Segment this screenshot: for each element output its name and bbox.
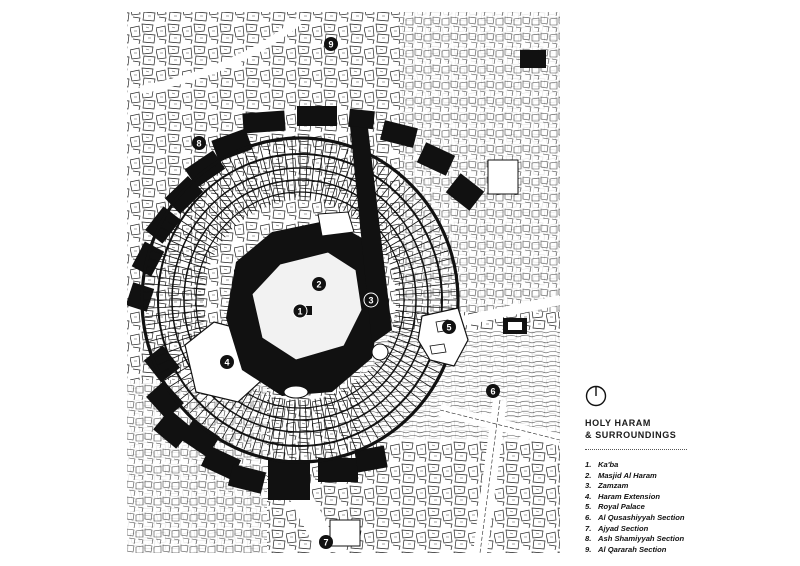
northern-wing [350,126,392,344]
marker-2[interactable]: 2 [312,277,326,291]
svg-text:6: 6 [490,387,495,397]
marker-5[interactable]: 5 [442,320,456,334]
legend-item: 1.Ka'ba [585,460,619,469]
map-title: HOLY HARAM & SURROUNDINGS [585,417,795,441]
svg-text:3: 3 [368,296,373,306]
legend-item: 8.Ash Shamiyyah Section [585,534,685,544]
legend-item: 7.Ajyad Section [585,523,649,533]
legend-divider [585,449,687,450]
legend-list: 1.Ka'ba 2.Masjid Al Haram 3.Zamzam 4.Har… [585,460,795,555]
marker-7[interactable]: 7 [319,535,333,549]
legend-item: 6.Al Qusashiyyah Section [585,512,685,522]
svg-text:2: 2 [316,280,321,290]
map-title-line-1: HOLY HARAM [585,418,652,428]
svg-text:9: 9 [328,40,333,50]
marker-3[interactable]: 3 [363,292,379,308]
marker-4[interactable]: 4 [220,355,234,369]
svg-text:4: 4 [224,358,229,368]
legend-item: 2.Masjid Al Haram [585,470,657,480]
svg-text:1: 1 [297,307,302,317]
map-markers: 1 2 3 4 5 6 7 8 [192,37,500,549]
legend-panel: HOLY HARAM & SURROUNDINGS 1.Ka'ba 2.Masj… [585,385,795,555]
royal-palace-area [417,307,469,367]
svg-text:8: 8 [196,139,201,149]
legend-item: 5.Royal Palace [585,502,645,512]
svg-text:7: 7 [323,538,328,548]
kaaba-shape [304,306,312,315]
marker-9[interactable]: 9 [324,37,338,51]
map-title-line-2: & SURROUNDINGS [585,430,677,440]
north-arrow-icon [585,385,607,407]
outer-building-blocks [127,106,485,500]
legend-item: 3.Zamzam [585,481,629,491]
marker-8[interactable]: 8 [192,136,206,150]
svg-text:5: 5 [446,323,451,333]
legend-item: 9.Al Qararah Section [585,544,667,554]
marker-1[interactable]: 1 [292,303,308,319]
marker-6[interactable]: 6 [486,384,500,398]
legend-item: 4.Haram Extension [585,491,661,501]
